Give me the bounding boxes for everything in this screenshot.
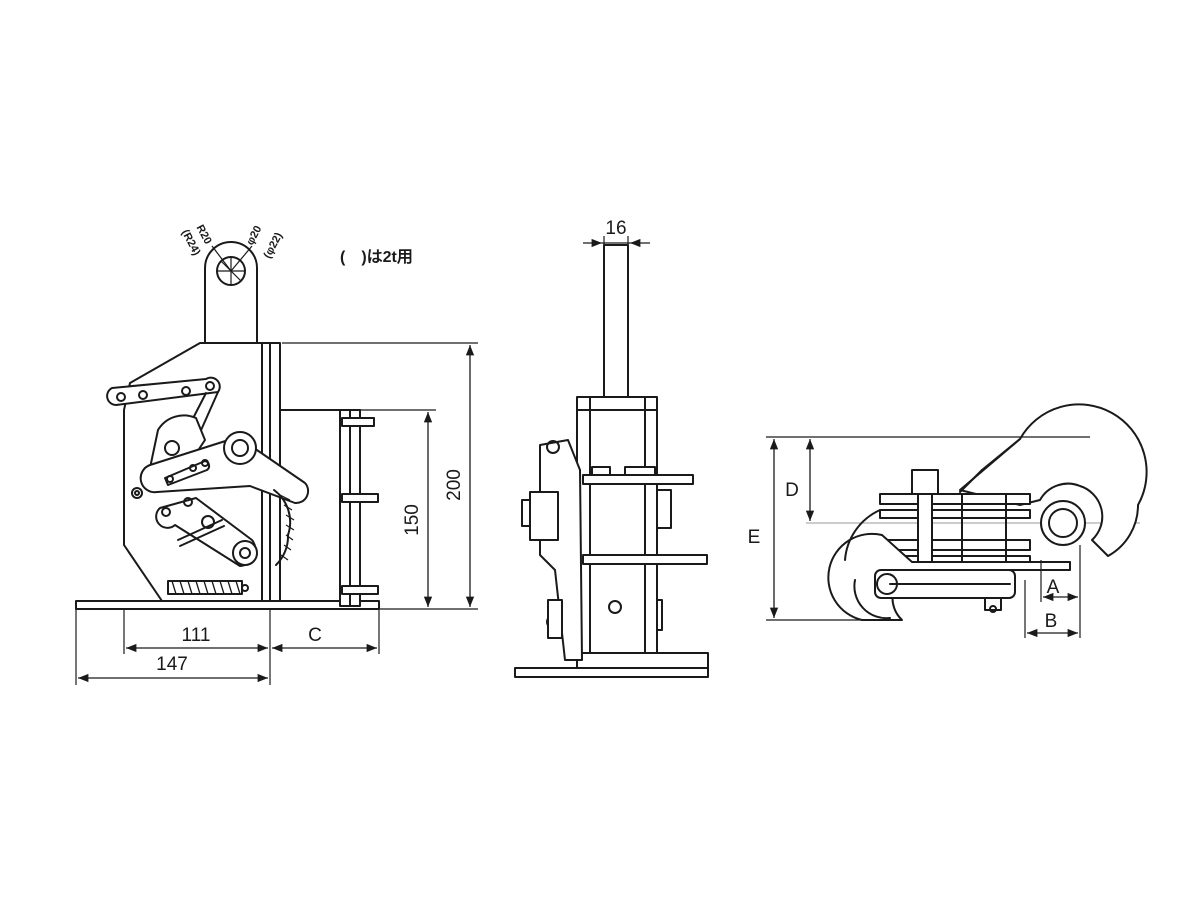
dim-150-label: 150 bbox=[402, 504, 423, 536]
bottom-plate bbox=[514, 667, 709, 678]
side-view bbox=[75, 241, 478, 685]
front-view bbox=[514, 236, 709, 678]
pivot-pin bbox=[1040, 500, 1086, 546]
dim-200-label: 200 bbox=[444, 469, 465, 501]
dim-e-label: E bbox=[748, 527, 761, 548]
dim-b-label: B bbox=[1045, 611, 1058, 632]
base-plate bbox=[75, 600, 380, 610]
dim-c-label: C bbox=[308, 625, 322, 646]
dim-d-label: D bbox=[785, 480, 799, 501]
dim-16-label: 16 bbox=[605, 218, 626, 239]
dim-147-label: 147 bbox=[156, 654, 188, 675]
eye-plate-edge bbox=[603, 244, 629, 398]
dim-111-label: 111 bbox=[182, 625, 211, 646]
top-stack-1 bbox=[879, 493, 1031, 505]
note-2t-label: ( )は2t用 bbox=[340, 248, 413, 266]
diameter-phi22-label: (φ22) bbox=[262, 230, 286, 260]
middle-plate bbox=[582, 554, 708, 565]
hook-outline bbox=[959, 403, 1148, 557]
release-lever bbox=[139, 436, 310, 505]
top-plate bbox=[582, 474, 694, 485]
diameter-phi20-label: φ20 bbox=[244, 224, 264, 247]
top-view bbox=[766, 403, 1148, 638]
dim-a-label: A bbox=[1047, 577, 1060, 598]
